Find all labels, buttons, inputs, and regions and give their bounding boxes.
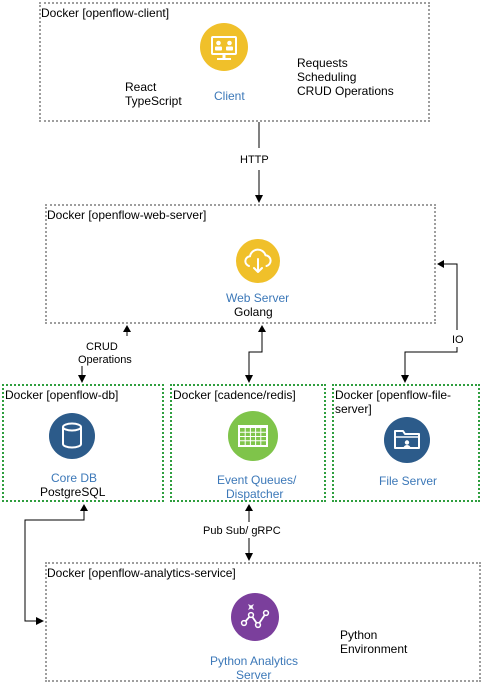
client-tech-typescript: TypeScript xyxy=(125,94,182,108)
container-title-db: Docker [openflow-db] xyxy=(5,388,119,402)
core-db-tech: PostgreSQL xyxy=(40,485,106,499)
analytics-label-line2: Server xyxy=(236,668,272,682)
analytics-env-line2: Environment xyxy=(340,642,408,656)
container-title-client: Docker [openflow-client] xyxy=(41,6,170,20)
client-tech-react: React xyxy=(125,80,157,94)
analytics-label-line1: Python Analytics xyxy=(210,654,299,668)
edge-label-io: IO xyxy=(452,333,464,347)
container-title-analytics: Docker [openflow-analytics-service] xyxy=(47,566,236,580)
container-openflow-analytics-service xyxy=(45,562,481,682)
cloud-download-icon xyxy=(236,239,280,283)
database-icon xyxy=(49,413,95,459)
edge-web-cadence xyxy=(245,327,263,383)
file-server-label: File Server xyxy=(379,474,438,488)
edge-io xyxy=(405,263,458,382)
container-openflow-web-server xyxy=(45,204,436,324)
container-title-file-server-line2: server] xyxy=(335,402,372,416)
edge-pubsub-up-arrowhead xyxy=(245,504,253,511)
folder-icon xyxy=(384,417,430,463)
edge-label-pubsub: Pub Sub/ gRPC xyxy=(203,524,281,538)
web-server-label: Web Server xyxy=(226,291,290,305)
client-note-requests: Requests xyxy=(297,56,348,70)
client-note-scheduling: Scheduling xyxy=(297,70,357,84)
edge-label-http: HTTP xyxy=(240,153,269,167)
queue-grid-icon xyxy=(228,411,278,461)
client-label: Client xyxy=(214,89,245,103)
edge-label-crud-line2: Operations xyxy=(78,354,132,366)
event-queues-label-line2: Dispatcher xyxy=(226,487,284,501)
edge-io-left-arrowhead xyxy=(437,260,444,268)
analytics-icon xyxy=(231,593,279,641)
client-icon xyxy=(200,23,248,71)
container-openflow-client xyxy=(39,2,430,122)
container-title-cadence: Docker [cadence/redis] xyxy=(173,388,296,402)
edge-web-cadence-up-arrowhead xyxy=(258,325,266,332)
edge-label-crud-line1: CRUD xyxy=(86,341,118,353)
analytics-env-line1: Python xyxy=(340,628,378,642)
edge-crud-up-arrowhead xyxy=(123,325,131,332)
web-server-tech: Golang xyxy=(234,305,273,319)
edge-db-analytics xyxy=(24,506,85,625)
client-note-crud: CRUD Operations xyxy=(297,84,394,98)
edge-db-analytics-up-arrowhead xyxy=(80,504,88,511)
core-db-label: Core DB xyxy=(51,471,98,485)
event-queues-label-line1: Event Queues/ xyxy=(217,473,297,487)
container-cadence-redis xyxy=(170,384,326,502)
container-title-web-server: Docker [openflow-web-server] xyxy=(47,208,207,222)
container-title-file-server-line1: Docker [openflow-file- xyxy=(335,388,452,402)
